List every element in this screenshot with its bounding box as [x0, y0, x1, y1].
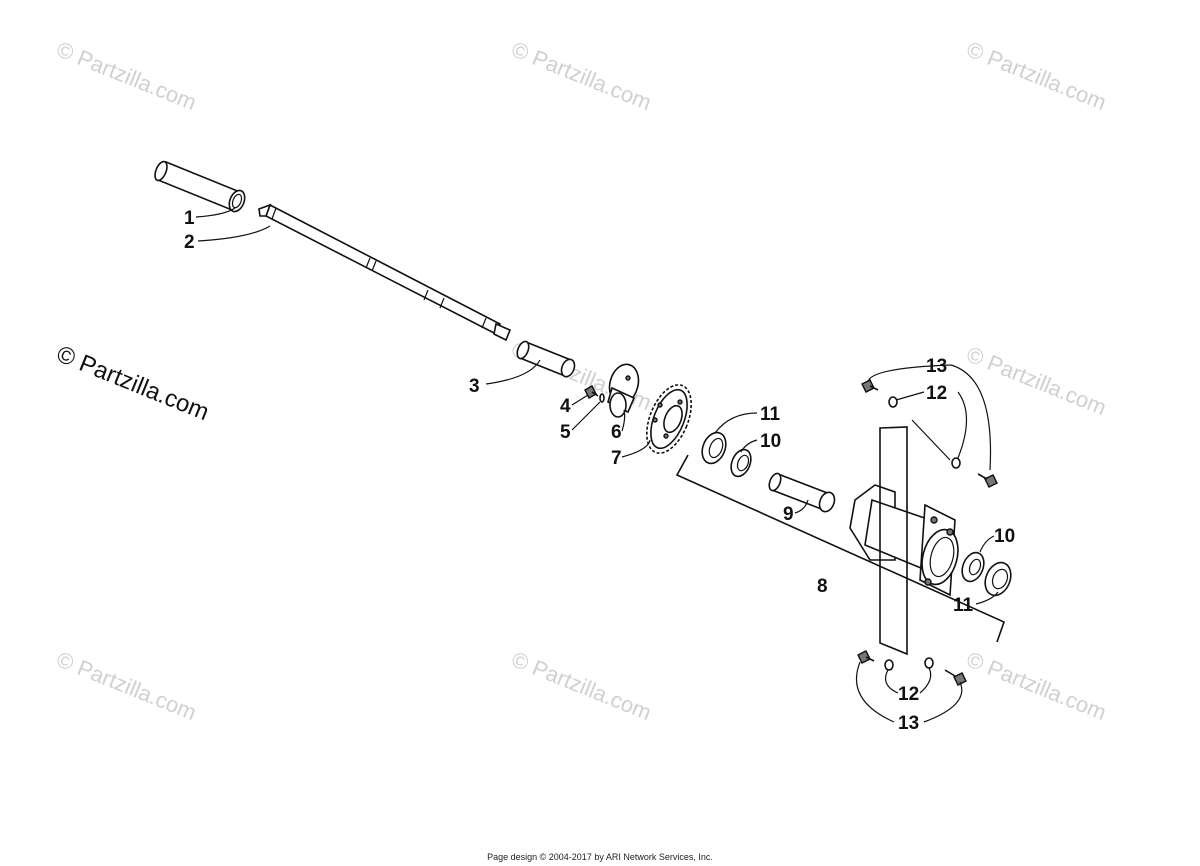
watermark-top-left: © Partzilla.com: [53, 36, 200, 115]
footer-copyright: Page design © 2004-2017 by ARI Network S…: [487, 852, 713, 862]
callout-11-right[interactable]: 11: [953, 595, 974, 616]
part-13-bolt-top-right[interactable]: [977, 473, 998, 488]
part-13-bolt-top-left[interactable]: [861, 379, 879, 393]
callout-11-left[interactable]: 11: [760, 404, 781, 425]
part-6-hub[interactable]: [605, 361, 642, 418]
callout-3[interactable]: 3: [469, 376, 480, 397]
watermark-featured: © Partzilla.com: [53, 341, 213, 427]
part-5-washer[interactable]: [599, 393, 605, 403]
watermark-bottom-left: © Partzilla.com: [53, 646, 200, 725]
part-1-tube[interactable]: [153, 160, 248, 214]
callout-10-left[interactable]: 10: [760, 431, 781, 452]
callout-13-top[interactable]: 13: [926, 356, 947, 377]
callout-13-bottom[interactable]: 13: [898, 713, 919, 734]
part-12-washer-bottom-left[interactable]: [884, 659, 894, 671]
part-10-bearing-left[interactable]: [727, 447, 754, 480]
part-11-seal-right[interactable]: [981, 559, 1016, 600]
callout-12-top[interactable]: 12: [926, 383, 947, 404]
watermark-bottom-right: © Partzilla.com: [963, 646, 1110, 725]
assembly-lines: [675, 419, 1005, 656]
part-3-spacer[interactable]: [515, 340, 577, 379]
callout-7[interactable]: 7: [611, 448, 622, 469]
part-12-washer-top-right[interactable]: [951, 457, 961, 469]
part-8-housing[interactable]: [849, 484, 964, 597]
part-12-washer-bottom-right[interactable]: [924, 657, 934, 669]
callout-9[interactable]: 9: [783, 504, 794, 525]
part-12-washer-top-left[interactable]: [888, 396, 898, 408]
watermark-top-center: © Partzilla.com: [508, 36, 655, 115]
part-7-sprocket[interactable]: [638, 379, 700, 460]
part-2-axle[interactable]: [258, 203, 512, 342]
watermark-bottom-center: © Partzilla.com: [508, 646, 655, 725]
part-13-bolt-bottom-left[interactable]: [857, 650, 875, 664]
part-11-seal-left[interactable]: [698, 429, 730, 467]
watermark-mid-right: © Partzilla.com: [963, 341, 1110, 420]
callout-2[interactable]: 2: [184, 232, 195, 253]
part-10-bearing-right[interactable]: [958, 549, 988, 584]
callout-10-right[interactable]: 10: [994, 526, 1015, 547]
callout-4[interactable]: 4: [560, 396, 571, 417]
callout-12-bottom[interactable]: 12: [898, 684, 919, 705]
callout-6[interactable]: 6: [611, 422, 622, 443]
callout-8[interactable]: 8: [817, 576, 828, 597]
callout-5[interactable]: 5: [560, 422, 571, 443]
part-13-bolt-bottom-right[interactable]: [944, 669, 967, 686]
callouts: 1 2 3 4 5 6 7 8 9 10 10 11 11 12 12 13 1…: [184, 208, 1015, 734]
callout-1[interactable]: 1: [184, 208, 195, 229]
leader-lines: [195, 207, 999, 723]
watermark-top-right: © Partzilla.com: [963, 36, 1110, 115]
part-9-sleeve[interactable]: [767, 472, 837, 514]
watermarks: © Partzilla.com © Partzilla.com © Partzi…: [53, 36, 1110, 725]
